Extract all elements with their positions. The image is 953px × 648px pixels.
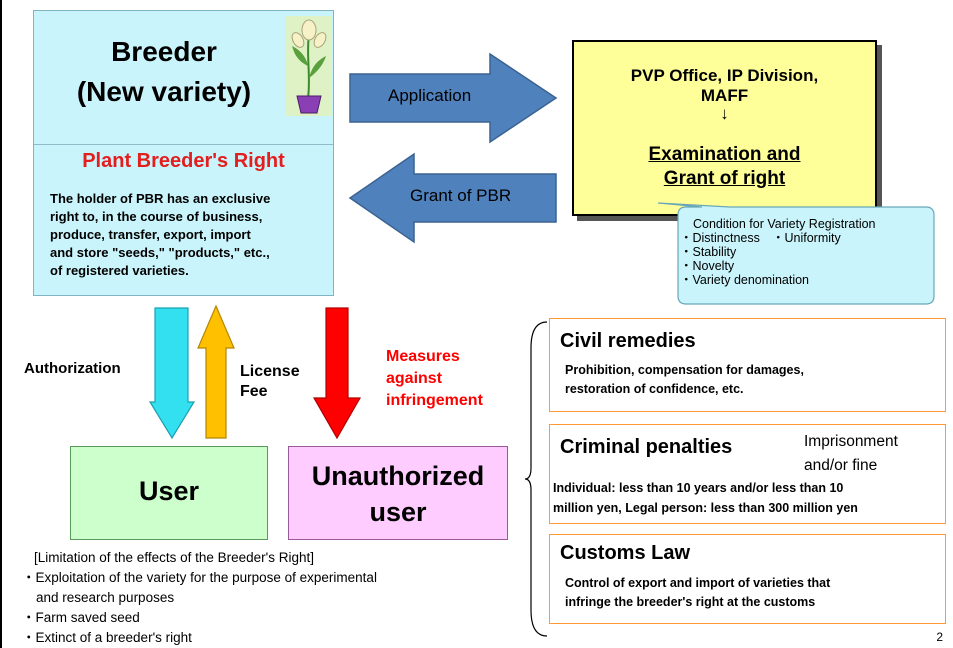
- measures-line: Measures: [386, 348, 460, 365]
- license-fee-label: License Fee: [240, 362, 300, 402]
- condition-item: ・Uniformity: [772, 231, 841, 245]
- pbr-desc-line: and store "seeds," "products," etc.,: [50, 245, 270, 260]
- office-line2: MAFF: [700, 86, 749, 105]
- office-line1: PVP Office, IP Division,: [630, 66, 819, 85]
- civil-remedies-desc: Prohibition, compensation for damages, r…: [565, 361, 804, 399]
- criminal-note-line: and/or fine: [804, 457, 878, 474]
- civil-desc-line: Prohibition, compensation for damages,: [565, 363, 804, 377]
- criminal-penalties-desc: Individual: less than 10 years and/or le…: [553, 478, 858, 518]
- unauthorized-line2: user: [369, 497, 427, 527]
- measures-label: Measures against infringement: [386, 346, 483, 412]
- condition-callout-bubble: [657, 202, 935, 305]
- pbr-desc-line: of registered varieties.: [50, 263, 189, 278]
- measures-arrow: [312, 307, 362, 440]
- application-arrow: [349, 52, 558, 144]
- breeder-title-line1: Breeder: [111, 36, 217, 67]
- potted-flower-icon: [286, 16, 332, 116]
- limitation-item: ・Exploitation of the variety for the pur…: [22, 570, 377, 585]
- unauthorized-user-label: Unauthorized user: [288, 458, 508, 530]
- pbr-desc-line: The holder of PBR has an exclusive: [50, 191, 271, 206]
- condition-title: Condition for Variety Registration: [693, 217, 876, 231]
- down-arrow-icon: ↓: [720, 104, 729, 123]
- pbr-description: The holder of PBR has an exclusive right…: [50, 190, 332, 280]
- curly-brace: [524, 321, 548, 637]
- pvp-office-box: [572, 40, 877, 216]
- customs-desc-line: Control of export and import of varietie…: [565, 576, 831, 590]
- authorization-label: Authorization: [24, 360, 121, 377]
- limitation-item: ・Extinct of a breeder's right: [22, 630, 192, 645]
- civil-remedies-title: Civil remedies: [560, 330, 696, 352]
- user-box: [70, 446, 268, 540]
- license-fee-arrow: [197, 304, 235, 439]
- breeder-divider: [34, 144, 333, 145]
- condition-item: ・Variety denomination: [680, 273, 810, 287]
- breeder-box: [33, 10, 334, 296]
- unauthorized-line1: Unauthorized: [311, 461, 485, 491]
- criminal-desc-line: million yen, Legal person: less than 300…: [553, 501, 858, 515]
- criminal-penalties-box: [549, 424, 946, 524]
- measures-line: infringement: [386, 392, 483, 409]
- license-fee-line: License: [240, 363, 300, 380]
- pbr-title: Plant Breeder's Right: [82, 150, 285, 172]
- criminal-note-line: Imprisonment: [804, 433, 898, 450]
- unauthorized-user-box: [288, 446, 508, 540]
- breeder-title-line2: (New variety): [76, 76, 252, 107]
- civil-desc-line: restoration of confidence, etc.: [565, 382, 744, 396]
- license-fee-line: Fee: [240, 383, 268, 400]
- criminal-penalties-note: Imprisonment and/or fine: [804, 430, 898, 478]
- condition-item: ・Novelty: [680, 259, 735, 273]
- authorization-arrow: [148, 307, 196, 440]
- criminal-penalties-title: Criminal penalties: [560, 436, 733, 458]
- pbr-desc-line: right to, in the course of business,: [50, 209, 263, 224]
- limitation-item: and research purposes: [36, 590, 175, 605]
- grant-label: Grant of PBR: [410, 186, 512, 205]
- page-number: 2: [936, 630, 943, 644]
- application-label: Application: [388, 86, 472, 105]
- exam-line2: Grant of right: [663, 168, 786, 189]
- customs-desc-line: infringe the breeder's right at the cust…: [565, 595, 816, 609]
- customs-law-title: Customs Law: [560, 542, 691, 564]
- condition-item: ・Distinctness: [680, 231, 760, 245]
- grant-arrow: [348, 152, 557, 244]
- measures-line: against: [386, 370, 443, 387]
- limitation-item: ・Farm saved seed: [22, 610, 140, 625]
- civil-remedies-box: [549, 318, 946, 412]
- breeder-title: Breeder (New variety): [33, 32, 295, 112]
- customs-law-desc: Control of export and import of varietie…: [565, 574, 830, 612]
- pbr-desc-line: produce, transfer, export, import: [50, 227, 251, 242]
- condition-item: ・Stability: [680, 245, 737, 259]
- criminal-desc-line: Individual: less than 10 years and/or le…: [553, 481, 844, 495]
- left-border-line: [0, 0, 2, 648]
- exam-line1: Examination and: [648, 144, 801, 165]
- user-label: User: [138, 476, 200, 506]
- customs-law-box: [549, 534, 946, 624]
- limitation-title: [Limitation of the effects of the Breede…: [34, 550, 314, 565]
